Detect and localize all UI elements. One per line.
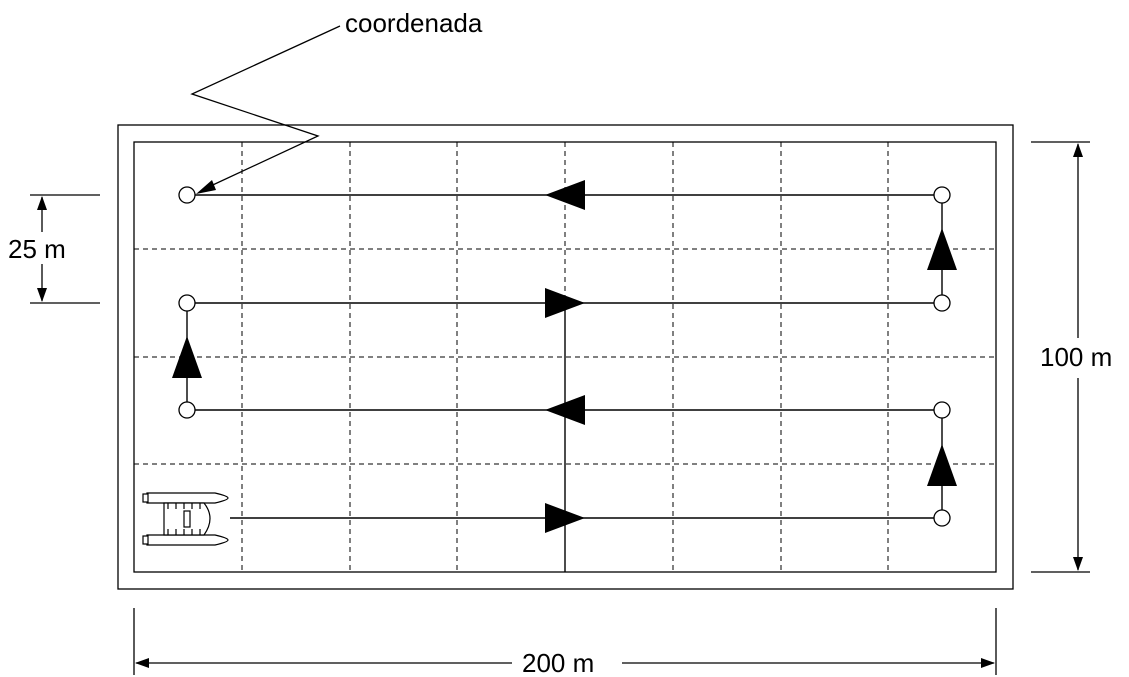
waypoint-circle xyxy=(178,186,196,204)
row-spacing-label: 25 m xyxy=(8,234,66,264)
field-outer-border xyxy=(117,124,1014,590)
height-dimension: 100 m xyxy=(1031,141,1112,573)
waypoint-circle xyxy=(933,509,951,527)
width-dimension: 200 m xyxy=(133,608,997,677)
row-spacing-dimension: 25 m xyxy=(8,194,100,304)
waypoint-circle xyxy=(933,186,951,204)
direction-arrow-left xyxy=(545,395,585,425)
direction-arrows xyxy=(172,180,957,533)
height-label: 100 m xyxy=(1040,342,1112,372)
waypoint-circle xyxy=(933,294,951,312)
waypoint-circle xyxy=(933,401,951,419)
direction-arrow-right xyxy=(545,288,585,318)
waypoint-circle xyxy=(178,401,196,419)
direction-arrow-up xyxy=(927,444,957,486)
coordinate-label: coordenada xyxy=(345,8,483,38)
width-label: 200 m xyxy=(522,648,594,677)
coordinate-callout: coordenada xyxy=(190,8,483,194)
boat-icon xyxy=(142,492,229,546)
waypoints xyxy=(178,186,951,527)
direction-arrow-up xyxy=(927,228,957,270)
direction-arrow-left xyxy=(545,180,585,210)
direction-arrow-right xyxy=(545,503,585,533)
direction-arrow-up xyxy=(172,336,202,378)
waypoint-circle xyxy=(178,294,196,312)
